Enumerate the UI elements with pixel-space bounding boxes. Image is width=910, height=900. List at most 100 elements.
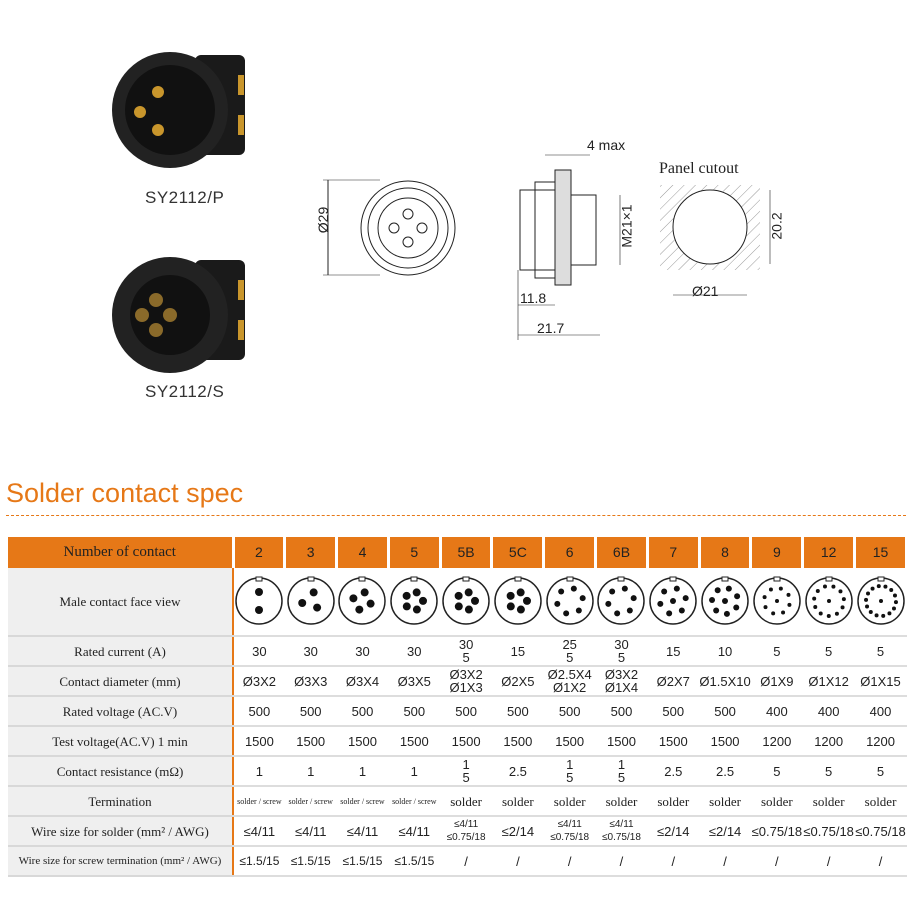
face-view-diagram <box>750 568 803 637</box>
cell-value: 5 <box>802 756 855 787</box>
cell-value: solder <box>802 786 855 817</box>
contact-pin <box>878 598 883 603</box>
cell-value: / <box>854 846 907 877</box>
cell-value: 500 <box>647 696 700 727</box>
cell-value: 1500 <box>336 726 389 757</box>
contact-pin <box>786 592 791 597</box>
cell-value: 30 <box>388 636 441 667</box>
column-header: 3 <box>284 537 339 568</box>
cell-value: 15 <box>647 636 700 667</box>
row-label: Contact diameter (mm) <box>8 666 234 697</box>
contact-pin <box>882 584 887 589</box>
cell-value: / <box>699 846 751 877</box>
contact-pin <box>454 591 463 600</box>
contact-pin <box>412 587 421 596</box>
cell-value: 1 5 <box>440 756 492 787</box>
cell-value: Ø3X3 <box>284 666 337 697</box>
row-label: Wire size for screw termination (mm² / A… <box>8 846 234 877</box>
connector-photo-male <box>112 52 245 168</box>
contact-pin <box>403 601 412 610</box>
column-header: 6 <box>543 537 598 568</box>
contact-pin <box>812 604 817 609</box>
contact-pin <box>516 587 525 596</box>
section-title: Solder contact spec <box>6 478 244 508</box>
contact-pin <box>627 607 634 614</box>
contact-pin <box>605 600 612 607</box>
cell-value: ≤4/11 ≤0.75/18 <box>543 816 596 847</box>
contact-pin <box>870 586 875 591</box>
cell-value: ≤0.75/18 <box>750 816 803 847</box>
contact-pin <box>562 609 569 616</box>
contact-pin <box>575 607 582 614</box>
face-view-diagram <box>854 568 907 637</box>
cell-value: Ø3X2 Ø1X3 <box>440 666 492 697</box>
cell-value: 500 <box>336 696 389 727</box>
contact-pin <box>826 613 831 618</box>
cell-value: 1200 <box>854 726 907 757</box>
face-view-diagram <box>595 568 648 637</box>
panel-cutout-label: Panel cutout <box>659 160 739 177</box>
contact-pin <box>864 603 869 608</box>
contact-pin <box>522 596 531 605</box>
contact-pin <box>553 600 560 607</box>
contact-pin <box>868 609 873 614</box>
cell-value: 500 <box>388 696 441 727</box>
face-view-diagram <box>802 568 855 637</box>
contact-pin <box>874 612 879 617</box>
cell-value: ≤2/14 <box>647 816 700 847</box>
contact-pin <box>419 596 428 605</box>
cell-value: 1 5 <box>595 756 648 787</box>
cell-value: solder / screw <box>388 786 441 817</box>
contact-pin <box>631 594 638 601</box>
cell-value: ≤1.5/15 <box>388 846 441 877</box>
cell-value: solder / screw <box>336 786 389 817</box>
cell-value: ≤1.5/15 <box>233 846 285 877</box>
cell-value: 1200 <box>802 726 855 757</box>
cell-value: 1 <box>233 756 285 787</box>
contact-pin <box>725 585 732 592</box>
cell-value: 30 5 <box>440 636 492 667</box>
contact-pin <box>506 591 515 600</box>
cell-value: ≤0.75/18 <box>802 816 855 847</box>
cell-value: 500 <box>440 696 492 727</box>
contact-pin <box>774 598 779 603</box>
cell-value: / <box>543 846 596 877</box>
cell-value: 10 <box>699 636 751 667</box>
cell-value: 1 5 <box>543 756 596 787</box>
contact-pin <box>657 600 664 607</box>
contact-pin <box>682 594 689 601</box>
contact-pin <box>361 587 370 596</box>
cell-value: Ø3X2 <box>233 666 285 697</box>
cell-value: Ø2X7 <box>647 666 700 697</box>
contact-pin <box>886 610 891 615</box>
cell-value: / <box>595 846 648 877</box>
contact-pin <box>309 587 318 596</box>
connector-photo-female <box>112 257 245 373</box>
contact-pin <box>865 590 870 595</box>
cell-value: solder / screw <box>233 786 285 817</box>
cell-value: solder / screw <box>284 786 337 817</box>
cell-value: 1 <box>336 756 389 787</box>
contact-pin <box>464 587 473 596</box>
cell-value: 1500 <box>543 726 596 757</box>
row-label: Rated current (A) <box>8 636 234 667</box>
cutout-height-dim: 20.2 <box>768 212 785 240</box>
cell-value: 25 5 <box>543 636 596 667</box>
cell-value: / <box>491 846 544 877</box>
contact-pin <box>570 585 577 592</box>
cell-value: 30 <box>284 636 337 667</box>
cell-value: 500 <box>233 696 285 727</box>
table-row: Wire size for solder (mm² / AWG)≤4/11≤4/… <box>8 816 907 847</box>
contact-pin <box>661 587 668 594</box>
contact-pin <box>733 604 740 611</box>
cell-value: 1500 <box>388 726 441 757</box>
contact-pin <box>255 605 264 614</box>
contact-pin <box>863 597 868 602</box>
cell-value: 30 <box>233 636 285 667</box>
contact-pin <box>349 593 358 602</box>
contact-pin <box>402 591 411 600</box>
cell-value: 400 <box>802 696 855 727</box>
column-header: 6B <box>595 537 649 568</box>
